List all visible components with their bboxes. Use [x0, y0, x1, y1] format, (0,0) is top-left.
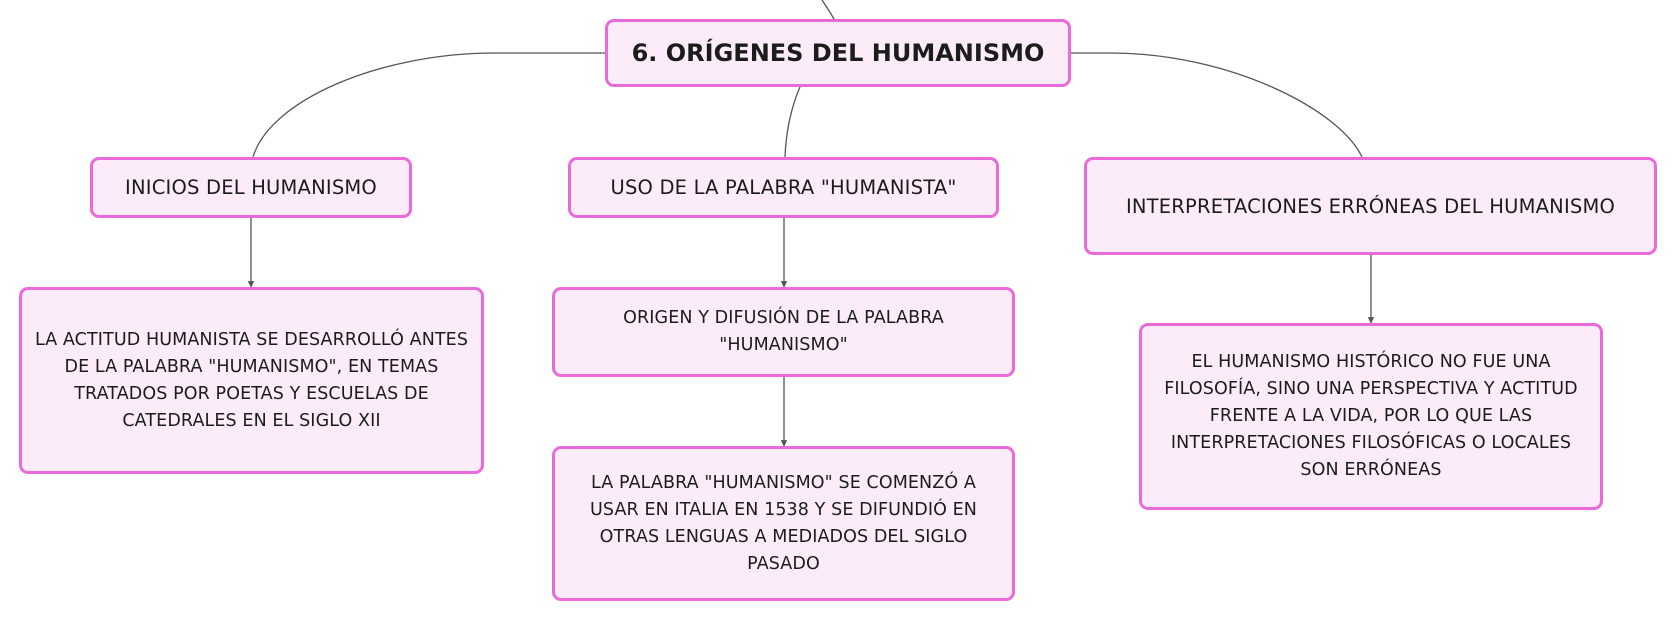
topic-label: USO DE LA PALABRA "HUMANISTA" [610, 176, 957, 199]
topic-node-interpretaciones-erroneas[interactable]: INTERPRETACIONES ERRÓNEAS DEL HUMANISMO [1084, 157, 1657, 255]
subtopic-node-humanismo-historico[interactable]: EL HUMANISMO HISTÓRICO NO FUE UNA FILOSO… [1139, 323, 1603, 510]
subtopic-node-actitud-humanista[interactable]: LA ACTITUD HUMANISTA SE DESARROLLÓ ANTES… [19, 287, 484, 474]
subtopic-label: LA PALABRA "HUMANISMO" SE COMENZÓ A USAR… [590, 472, 977, 574]
connector-root-to-uso [784, 86, 801, 158]
subtopic-label: EL HUMANISMO HISTÓRICO NO FUE UNA FILOSO… [1164, 352, 1578, 480]
root-topic-node[interactable]: 6. ORÍGENES DEL HUMANISMO [605, 19, 1071, 87]
connector-parent-to-root [821, 0, 835, 20]
topic-node-inicios-del-humanismo[interactable]: INICIOS DEL HUMANISMO [90, 157, 412, 218]
subtopic-node-origen-y-difusion[interactable]: ORIGEN Y DIFUSIÓN DE LA PALABRA "HUMANIS… [552, 287, 1015, 377]
topic-label: INTERPRETACIONES ERRÓNEAS DEL HUMANISMO [1125, 194, 1616, 218]
topic-label: INICIOS DEL HUMANISMO [125, 176, 377, 199]
connector-root-to-interpretaciones [1071, 52, 1363, 158]
root-topic-label: 6. ORÍGENES DEL HUMANISMO [631, 39, 1045, 67]
topic-node-uso-de-la-palabra[interactable]: USO DE LA PALABRA "HUMANISTA" [568, 157, 999, 218]
subtopic-label: ORIGEN Y DIFUSIÓN DE LA PALABRA "HUMANIS… [623, 308, 944, 355]
subtopic-label: LA ACTITUD HUMANISTA SE DESARROLLÓ ANTES… [34, 329, 469, 431]
subtopic-node-palabra-humanismo-1538[interactable]: LA PALABRA "HUMANISMO" SE COMENZÓ A USAR… [552, 446, 1015, 601]
connector-root-to-inicios [252, 52, 605, 158]
